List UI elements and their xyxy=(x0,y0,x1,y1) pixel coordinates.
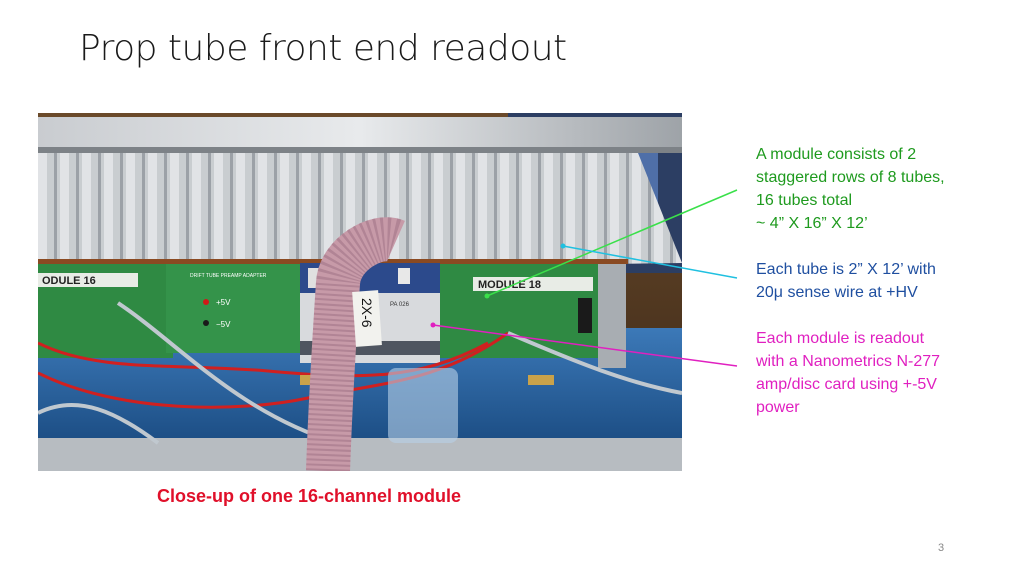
plus-5v-label: +5V xyxy=(216,298,231,307)
board-title-label: DRIFT TUBE PREAMP ADAPTER xyxy=(190,273,267,279)
note-line: amp/disc card using +-5V xyxy=(756,376,937,393)
module-16-label: ODULE 16 xyxy=(42,275,96,287)
note-line: Each module is readout xyxy=(756,330,925,347)
module-18-label: MODULE 18 xyxy=(478,279,541,291)
note-line: ~ 4” X 16” X 12’ xyxy=(756,215,868,232)
cable-tag-label: 2X-6 xyxy=(359,298,375,328)
note-line: power xyxy=(756,399,800,416)
slide-title: Prop tube front end readout xyxy=(79,28,567,69)
note-line: staggered rows of 8 tubes, xyxy=(756,169,945,186)
page-number: 3 xyxy=(938,542,945,554)
note-line: 16 tubes total xyxy=(756,192,853,209)
module-composition-note: A module consists of 2 staggered rows of… xyxy=(756,143,996,235)
tube-spec-note: Each tube is 2” X 12’ with 20μ sense wir… xyxy=(756,258,996,304)
module-photo: ODULE 16 MODULE 18 DRIFT TUBE PREAMP ADA… xyxy=(38,113,682,471)
note-line: with a Nanometrics N-277 xyxy=(756,353,941,370)
note-line: Each tube is 2” X 12’ with xyxy=(756,261,936,278)
note-line: 20μ sense wire at +HV xyxy=(756,284,918,301)
card-chip-label: PA 026 xyxy=(390,302,410,308)
note-line: A module consists of 2 xyxy=(756,146,917,163)
minus-5v-label: −5V xyxy=(216,320,231,329)
module-photo-illustration: ODULE 16 MODULE 18 DRIFT TUBE PREAMP ADA… xyxy=(38,113,682,471)
photo-caption: Close-up of one 16-channel module xyxy=(157,486,462,506)
readout-note: Each module is readout with a Nanometric… xyxy=(756,327,996,419)
